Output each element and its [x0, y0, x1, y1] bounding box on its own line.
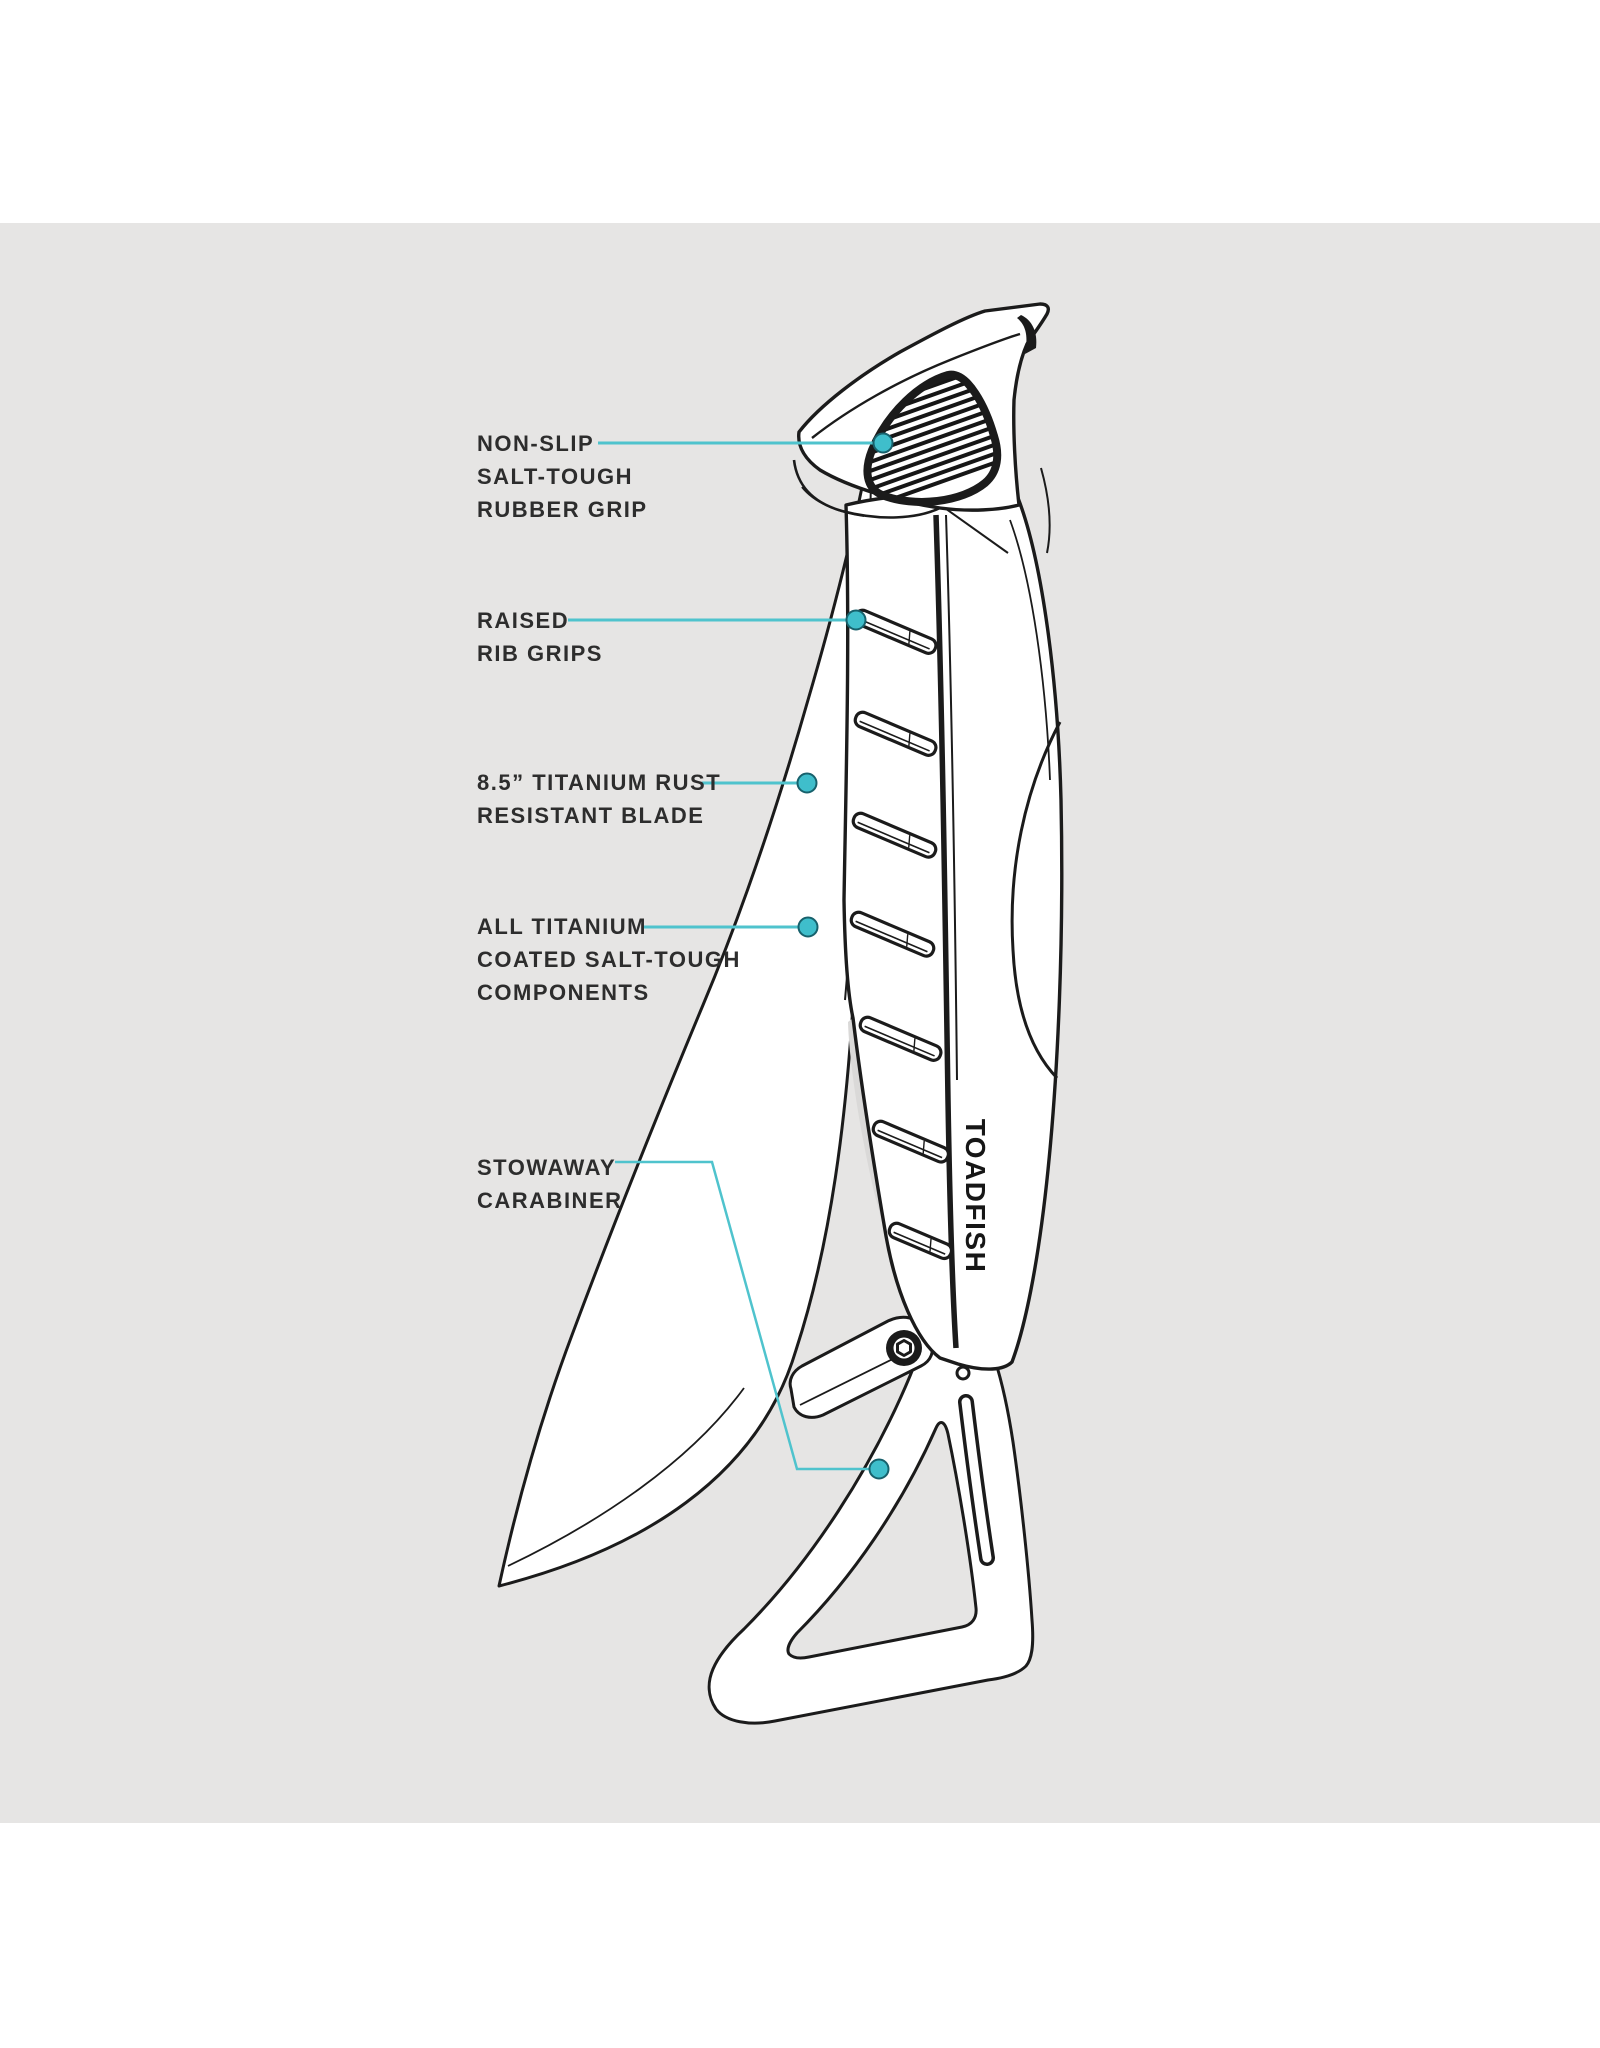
teal-dot-raised-rib-grips [845, 609, 867, 631]
callout-titanium-components: ALL TITANIUM COATED SALT-TOUGH COMPONENT… [477, 910, 741, 1009]
blade-edge-bevel [507, 1387, 745, 1567]
callout-line: STOWAWAY [477, 1155, 617, 1180]
callout-line: RESISTANT BLADE [477, 803, 705, 828]
pivot-bolt [886, 1330, 922, 1366]
collar-joint-line-2 [1040, 467, 1051, 554]
bolt-hex-socket [896, 1339, 912, 1357]
callout-line: SALT-TOUGH [477, 464, 633, 489]
callout-titanium-blade: 8.5” TITANIUM RUST RESISTANT BLADE [477, 766, 721, 832]
rib-grip-2 [853, 710, 938, 757]
callout-line: ALL TITANIUM [477, 914, 647, 939]
collar-joint-line-1 [941, 505, 1009, 554]
rib-grip-6 [871, 1119, 950, 1164]
callout-line: RAISED [477, 608, 570, 633]
callout-line: NON-SLIP [477, 431, 595, 456]
callout-raised-rib-grips: RAISED RIB GRIPS [477, 604, 603, 670]
callout-non-slip-grip: NON-SLIP SALT-TOUGH RUBBER GRIP [477, 427, 648, 526]
callout-line: RIB GRIPS [477, 641, 603, 666]
carabiner-cutout [786, 1421, 978, 1660]
pommel-inner-top-line [811, 332, 1021, 439]
rib-grip-7 [887, 1221, 954, 1261]
collar-arc-lower [801, 486, 865, 517]
wire-gate-inner [961, 1397, 992, 1563]
handle-right-inner-line [1009, 519, 1051, 781]
pad-border [863, 370, 1002, 506]
carabiner [707, 1316, 1035, 1725]
teal-dot-non-slip-grip [872, 432, 894, 454]
pommel-slot [1017, 315, 1037, 354]
handle-face-divider-thick [933, 514, 959, 1349]
thumb-scallop [1010, 721, 1062, 1080]
teal-dot-titanium-components [797, 916, 819, 938]
handle [792, 459, 1064, 1371]
leader-line-stowaway-carabiner [615, 1160, 870, 1471]
rib-grip-3 [851, 811, 938, 859]
handle-face-divider-thin [945, 514, 958, 1081]
handle-outline [842, 491, 1064, 1371]
callout-line: COMPONENTS [477, 980, 650, 1005]
callout-stowaway-carabiner: STOWAWAY CARABINER [477, 1151, 623, 1217]
teal-dot-stowaway-carabiner [868, 1458, 890, 1480]
callout-line: RUBBER GRIP [477, 497, 648, 522]
brand-logo: TOADFISH [960, 1119, 991, 1274]
rib-grip-5 [858, 1015, 943, 1062]
callout-line: 8.5” TITANIUM RUST [477, 770, 722, 795]
callout-line: CARABINER [477, 1188, 623, 1213]
callout-line: COATED SALT-TOUGH [477, 947, 741, 972]
rib-grip-4 [849, 910, 936, 958]
carabiner-screw-hole [955, 1365, 971, 1381]
rib-grips [849, 608, 954, 1261]
callout-leaders [568, 432, 894, 1480]
teal-dot-titanium-blade [796, 772, 818, 794]
